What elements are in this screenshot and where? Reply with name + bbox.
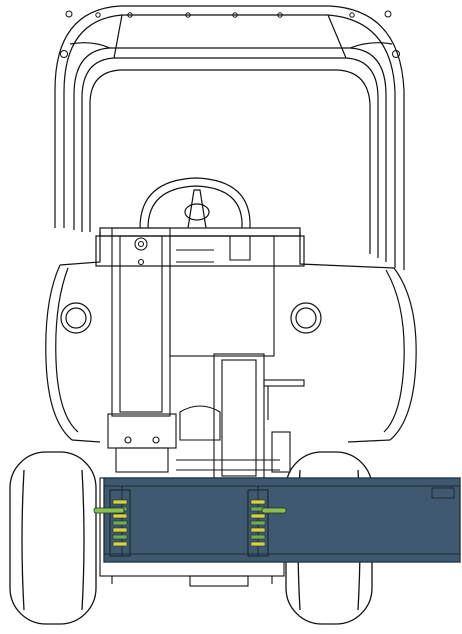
spring-coil xyxy=(112,499,128,505)
spring-right xyxy=(250,499,266,547)
attachment-housing xyxy=(103,477,461,563)
tail-light-right xyxy=(290,302,322,334)
vehicle-body xyxy=(45,227,417,443)
lock-pin-right xyxy=(261,507,287,514)
spring-coil xyxy=(250,534,266,540)
spring-coil xyxy=(112,527,128,533)
spring-coil xyxy=(250,499,266,505)
lock-pin-left xyxy=(93,507,125,514)
chassis-center xyxy=(107,227,305,479)
steering-wheel xyxy=(139,177,251,229)
attachment-top-rail xyxy=(103,477,461,487)
spring-coil xyxy=(112,513,128,519)
attachment-label-plate xyxy=(431,487,455,499)
spring-coil xyxy=(112,534,128,540)
rear-attachment xyxy=(103,477,461,563)
spring-coil xyxy=(250,520,266,526)
spring-left xyxy=(112,499,128,547)
spring-coil xyxy=(250,527,266,533)
rops-bolts xyxy=(60,10,400,58)
spring-coil xyxy=(112,541,128,547)
bracket-left xyxy=(109,489,131,557)
spring-coil xyxy=(250,541,266,547)
attachment-bottom-rail xyxy=(103,553,461,563)
tail-light-left xyxy=(60,302,92,334)
rops-frame xyxy=(54,5,405,270)
wheel-left xyxy=(9,451,97,625)
spring-coil xyxy=(112,520,128,526)
spring-coil xyxy=(250,513,266,519)
